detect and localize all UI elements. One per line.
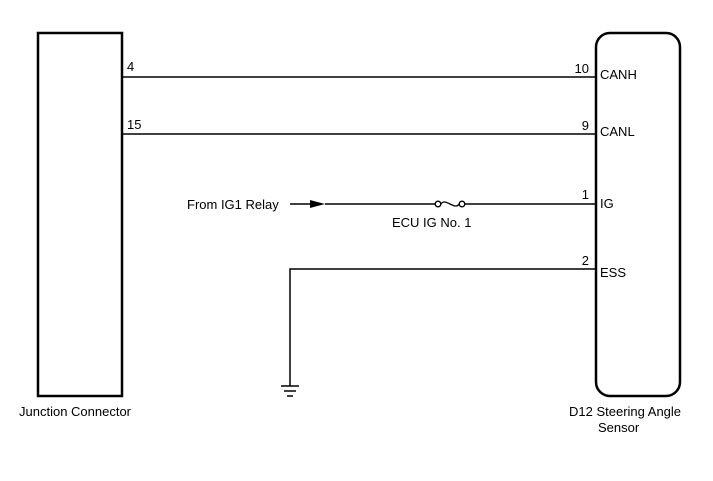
sensor-pin-number: 1 [582,187,589,202]
fuse-icon [434,200,466,208]
junction-pin-canh: 4 [127,59,134,74]
supply-source-label: From IG1 Relay [187,197,279,212]
sensor-name-line2: Sensor [598,420,640,435]
junction-connector-name: Junction Connector [19,404,132,419]
sensor-box [594,31,682,398]
ess-wire [289,268,596,386]
junction-pin-canl: 15 [127,117,141,132]
sensor-pin-label: CANL [600,124,635,139]
sensor-pin-label: ESS [600,265,626,280]
ground-icon [281,385,299,397]
sensor-pin-number: 10 [575,61,589,76]
junction-connector-box [36,31,124,398]
fuse-label: ECU IG No. 1 [392,215,471,230]
sensor-pin-number: 9 [582,118,589,133]
sensor-pin-label: CANH [600,67,637,82]
arrow-right-icon [310,200,325,208]
sensor-pin-number: 2 [582,253,589,268]
sensor-name-line1: D12 Steering Angle [569,404,681,419]
sensor-pin-label: IG [600,196,614,211]
